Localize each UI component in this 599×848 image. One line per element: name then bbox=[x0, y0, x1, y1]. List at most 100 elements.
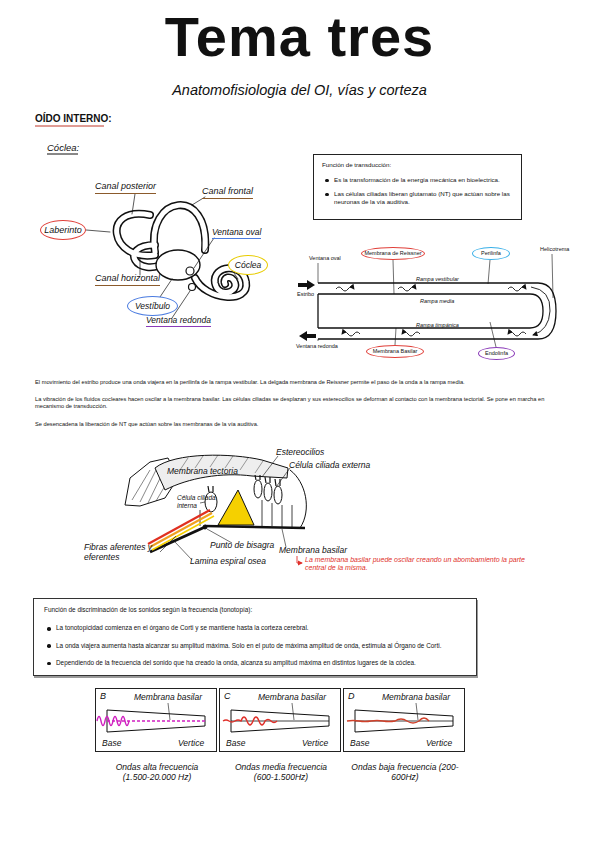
leader-line bbox=[282, 529, 286, 547]
frequency-panels bbox=[97, 703, 453, 732]
part-label: Membrana tectoria bbox=[167, 466, 238, 476]
part-label: Rampa media bbox=[420, 298, 454, 305]
bullet-text: Dependiendo de la frecuencia del sonido … bbox=[44, 659, 466, 667]
node-text: Membrana de Reissner bbox=[364, 251, 421, 257]
hatch bbox=[255, 461, 263, 473]
panel-text: Vertice bbox=[302, 739, 328, 748]
caption-text: Ondas media frecuencia (600-1.500Hz) bbox=[227, 762, 335, 782]
leader-line bbox=[262, 456, 278, 477]
leader-line bbox=[318, 254, 553, 347]
box-heading: Función de discriminación de los sonidos… bbox=[44, 606, 466, 614]
part-label: Canal horizontal bbox=[95, 273, 160, 286]
node-text: Perilinfa bbox=[481, 251, 501, 257]
part-label: Célula ciliada interna bbox=[177, 494, 219, 510]
cochlea-scheme bbox=[317, 294, 318, 328]
wave-arrow bbox=[508, 332, 526, 336]
labyrinth-illustration bbox=[156, 250, 200, 280]
panel-text: Membrana basilar bbox=[382, 693, 450, 702]
hatch bbox=[240, 458, 248, 470]
frequency-panels bbox=[231, 710, 329, 732]
stereocilia bbox=[208, 486, 209, 492]
callout-oval: Perilinfa bbox=[472, 247, 510, 260]
part-label: Lamina espiral osea bbox=[190, 556, 266, 566]
part-label: Canal posterior bbox=[95, 181, 156, 194]
part-label: Fibras aferentes y eferentes bbox=[84, 542, 164, 562]
labyrinth-illustration bbox=[186, 267, 194, 275]
panel-text: Base bbox=[350, 739, 369, 748]
support-cell bbox=[282, 505, 283, 527]
body-paragraph: El movimiento del estribo produce una on… bbox=[35, 379, 580, 386]
stereocilia bbox=[259, 475, 260, 480]
callout-oval: Membrana Basilar bbox=[366, 345, 424, 358]
labyrinth-illustration bbox=[86, 194, 246, 318]
panel-text: Vertice bbox=[426, 739, 452, 748]
support-cell bbox=[272, 503, 273, 526]
part-label: Ventana oval bbox=[309, 255, 341, 262]
corti-illustration bbox=[148, 510, 210, 544]
leader-line bbox=[393, 260, 394, 294]
leader-line bbox=[160, 279, 172, 297]
leader-line bbox=[318, 263, 319, 283]
part-label: Membrana basilar bbox=[279, 545, 347, 555]
wave-arrow bbox=[531, 287, 550, 335]
info-box: Función de transducción:Es la transforma… bbox=[313, 154, 522, 220]
part-label: Rampa timpánica bbox=[416, 322, 459, 329]
bullet-text: La tonotopicidad comienza en el órgano d… bbox=[44, 624, 466, 632]
stereocilia bbox=[265, 477, 266, 483]
wave-panel: BMembrana basilarBaseVertice bbox=[95, 688, 217, 752]
page-title: Tema tres bbox=[0, 6, 599, 68]
labyrinth-illustration bbox=[189, 284, 196, 291]
cochlea-scheme bbox=[318, 283, 556, 339]
note-arrow bbox=[297, 556, 302, 563]
corti-illustration bbox=[254, 480, 262, 498]
subsection-heading: Cóclea: bbox=[47, 142, 79, 153]
corti-illustration bbox=[274, 486, 282, 504]
panel-letter: C bbox=[224, 692, 231, 701]
support-cell bbox=[262, 500, 263, 526]
stereocilia bbox=[269, 477, 270, 483]
stereocilia bbox=[255, 475, 256, 480]
hatch bbox=[132, 470, 150, 500]
frequency-panels bbox=[97, 717, 129, 726]
leader-line bbox=[200, 502, 205, 503]
leader-line bbox=[416, 703, 418, 720]
part-label: Estereocilios bbox=[276, 447, 324, 457]
wave-arrow bbox=[336, 287, 550, 336]
corti-illustration bbox=[152, 516, 214, 550]
wave-arrow bbox=[398, 287, 416, 291]
corti-illustration bbox=[218, 490, 254, 525]
cochlea-scheme bbox=[318, 294, 543, 328]
leader-line bbox=[160, 456, 290, 560]
labyrinth-illustration bbox=[154, 205, 205, 252]
frequency-panels bbox=[223, 717, 277, 725]
panel-text: Base bbox=[102, 739, 121, 748]
note-text: La membrana basilar puede oscilar creand… bbox=[305, 556, 537, 573]
labyrinth-illustration bbox=[117, 205, 247, 297]
part-label: Ventana oval bbox=[212, 227, 261, 239]
labyrinth-illustration bbox=[154, 205, 205, 252]
callout-oval: Membrana de Reissner bbox=[361, 247, 425, 260]
panel-letter: B bbox=[100, 692, 106, 701]
corti-illustration bbox=[150, 513, 212, 547]
caption-text: Ondas baja frecuencia (200-600Hz) bbox=[351, 762, 459, 782]
underline bbox=[35, 126, 104, 127]
stereocilia bbox=[212, 486, 213, 492]
corti-illustration bbox=[290, 470, 306, 528]
callout-oval: Laberinto bbox=[40, 220, 86, 240]
leader-line bbox=[276, 468, 290, 487]
part-label: Célula ciliada externa bbox=[289, 460, 370, 470]
leader-line bbox=[552, 254, 553, 298]
callout-oval: Vestíbulo bbox=[127, 296, 178, 316]
wave-arrow bbox=[508, 287, 526, 291]
bullet-text: Las células ciliadas liberan glutamato (… bbox=[322, 190, 513, 206]
stapes-arrow bbox=[298, 280, 315, 290]
caption-text: Ondas alta frecuencia (1.500-20.000 Hz) bbox=[103, 762, 211, 782]
window-arrow bbox=[299, 331, 316, 341]
leader-line bbox=[194, 238, 214, 268]
frequency-panels bbox=[231, 721, 329, 722]
callout-oval: Endolinfa bbox=[478, 347, 515, 360]
underline bbox=[47, 154, 78, 155]
underline bbox=[35, 126, 104, 154]
node-text: Cóclea bbox=[235, 261, 261, 270]
part-label: Canal frontal bbox=[202, 186, 253, 199]
